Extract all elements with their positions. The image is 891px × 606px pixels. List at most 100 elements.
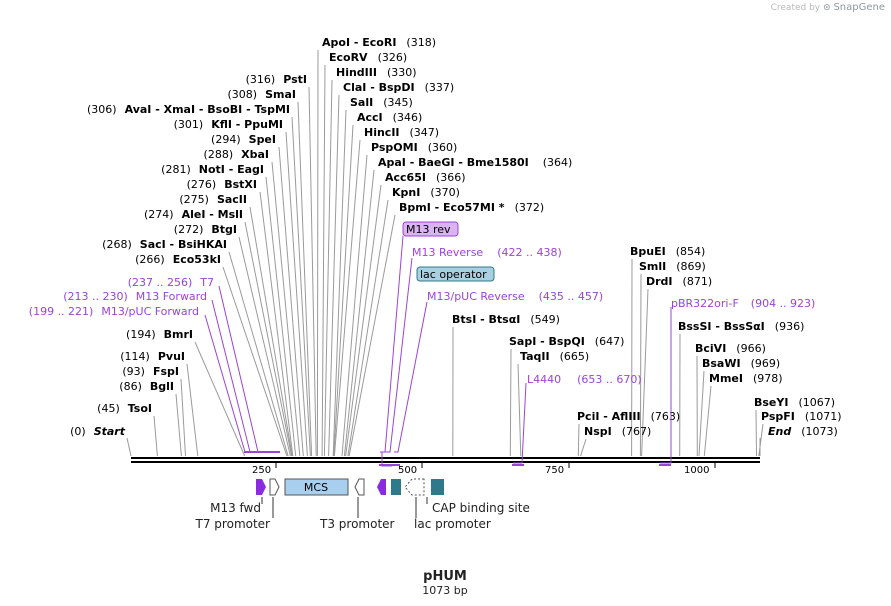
- site-label[interactable]: SmlI: [639, 260, 666, 273]
- lac-operator-feature[interactable]: [391, 479, 401, 495]
- site-label[interactable]: ApoI - EcoRI: [322, 36, 396, 49]
- site-leader-line: [297, 101, 313, 457]
- site-position: (767): [622, 425, 652, 438]
- site-position: (549): [530, 313, 560, 326]
- site-label[interactable]: KpnI: [392, 186, 420, 199]
- site-label[interactable]: PciI - AflIII: [577, 410, 641, 423]
- plasmid-length: 1073 bp: [422, 584, 467, 597]
- site-label[interactable]: BpuEI: [630, 245, 666, 258]
- site-label[interactable]: Eco53kI: [173, 253, 221, 266]
- site-label[interactable]: BtsI - BtsαI: [452, 313, 520, 326]
- site-label[interactable]: EcoRV: [329, 51, 368, 64]
- primer-label[interactable]: T7: [199, 276, 214, 289]
- svg-text:SmlI(869): SmlI(869): [639, 260, 706, 273]
- site-position: (266): [135, 253, 165, 266]
- site-label[interactable]: SmaI: [265, 88, 296, 101]
- m13-rev-arrow-icon[interactable]: [377, 479, 386, 495]
- site-label[interactable]: BstXI: [224, 178, 257, 191]
- site-label[interactable]: PspFI: [761, 410, 795, 423]
- site-position: (274): [144, 208, 174, 221]
- t3-promoter-arrow-icon[interactable]: [354, 478, 365, 496]
- site-leader-line: [249, 206, 293, 457]
- feature-label[interactable]: T7 promoter: [195, 517, 271, 531]
- site-position: (647): [595, 335, 625, 348]
- site-label[interactable]: AccI: [357, 111, 383, 124]
- feature-label[interactable]: T3 promoter: [319, 517, 395, 531]
- site-label[interactable]: SacII: [217, 193, 247, 206]
- site-leader-line: [175, 393, 182, 457]
- primer-label[interactable]: M13/pUC Reverse: [427, 290, 525, 303]
- feature-label[interactable]: lac promoter: [414, 517, 491, 531]
- site-position: (347): [410, 126, 440, 139]
- svg-text:(45)TsoI: (45) TsoI: [97, 402, 152, 415]
- primer-marks: [244, 451, 671, 466]
- site-label[interactable]: PvuI: [158, 350, 185, 363]
- site-label[interactable]: FspI: [153, 365, 179, 378]
- site-label[interactable]: BseYI: [754, 396, 788, 409]
- svg-text:BciVI(966): BciVI(966): [695, 342, 766, 355]
- site-position: (45): [97, 402, 120, 415]
- site-label[interactable]: TsoI: [128, 402, 152, 415]
- site-label[interactable]: AvaI - XmaI - BsoBI - TspMI: [125, 103, 290, 116]
- site-label[interactable]: BssSI - BssSαI: [678, 320, 765, 333]
- site-label[interactable]: ApaI - BaeGI - Bme1580I: [378, 156, 529, 169]
- site-label[interactable]: BglI: [150, 380, 174, 393]
- site-label[interactable]: NspI: [584, 425, 612, 438]
- cap-binding-site-feature[interactable]: [431, 479, 444, 495]
- site-label[interactable]: SalI: [350, 96, 373, 109]
- site-label[interactable]: PspOMI: [371, 141, 418, 154]
- site-label[interactable]: TaqII: [520, 350, 550, 363]
- site-label[interactable]: Start: [94, 425, 126, 438]
- site-label[interactable]: HindIII: [336, 66, 377, 79]
- feature-label[interactable]: CAP binding site: [432, 501, 530, 515]
- site-position: (346): [393, 111, 423, 124]
- site-label[interactable]: End: [768, 425, 791, 438]
- site-label[interactable]: BtgI: [211, 223, 237, 236]
- site-position: (272): [174, 223, 204, 236]
- site-position: (360): [428, 141, 458, 154]
- site-label[interactable]: AleI - MslI: [182, 208, 243, 221]
- ruler: 250 500 750 1000: [252, 463, 716, 476]
- primer-label[interactable]: pBR322ori-F: [671, 297, 739, 310]
- primer-label[interactable]: M13/pUC Forward: [101, 305, 199, 318]
- site-label[interactable]: HincII: [364, 126, 400, 139]
- site-label[interactable]: BpmI - Eco57MI *: [399, 201, 505, 214]
- site-position: (301): [174, 118, 204, 131]
- site-label[interactable]: KflI - PpuMI: [211, 118, 283, 131]
- site-label[interactable]: BsaWI: [702, 357, 741, 370]
- lac-promoter-arrow-icon[interactable]: [404, 478, 425, 496]
- site-label[interactable]: BciVI: [695, 342, 726, 355]
- site-label[interactable]: Acc65I: [385, 171, 426, 184]
- site-label[interactable]: SacI - BsiHKAI: [140, 238, 227, 251]
- svg-text:BpmI - Eco57MI *(372): BpmI - Eco57MI *(372): [399, 201, 544, 214]
- site-leader-lines: [126, 49, 764, 457]
- site-label[interactable]: DrdI: [646, 275, 673, 288]
- primer-label[interactable]: M13 Reverse: [412, 246, 483, 259]
- feature-label[interactable]: lac operator: [420, 268, 487, 281]
- site-label[interactable]: PstI: [283, 73, 307, 86]
- site-position: (364): [543, 156, 573, 169]
- primer-label[interactable]: L4440: [527, 373, 561, 386]
- site-position: (370): [430, 186, 460, 199]
- primer-label[interactable]: M13 rev: [406, 223, 451, 236]
- primer-label[interactable]: M13 Forward: [136, 290, 207, 303]
- site-leader-line: [222, 266, 288, 457]
- feature-label[interactable]: M13 fwd: [210, 501, 261, 515]
- site-label[interactable]: SapI - BspQI: [509, 335, 585, 348]
- svg-text:pBR322ori-F(904 .. 923): pBR322ori-F(904 .. 923): [671, 297, 815, 310]
- svg-text:(288)XbaI: (288)XbaI: [204, 148, 269, 161]
- ruler-tick-label: 750: [545, 465, 564, 476]
- svg-text:BssSI - BssSαI(936): BssSI - BssSαI(936): [678, 320, 804, 333]
- m13-fwd-arrow-icon[interactable]: [256, 479, 266, 495]
- t7-promoter-arrow-icon[interactable]: [269, 478, 280, 496]
- site-label[interactable]: MmeI: [709, 372, 743, 385]
- credit-brand: SnapGene: [833, 2, 885, 13]
- site-label[interactable]: SpeI: [249, 133, 276, 146]
- site-label[interactable]: NotI - EagI: [199, 163, 264, 176]
- site-label[interactable]: XbaI: [241, 148, 269, 161]
- site-label[interactable]: ClaI - BspDI: [343, 81, 415, 94]
- site-leader-line: [186, 363, 199, 457]
- site-label[interactable]: BmrI: [164, 328, 193, 341]
- mcs-feature[interactable]: [284, 478, 349, 496]
- site-leader-line: [265, 176, 297, 457]
